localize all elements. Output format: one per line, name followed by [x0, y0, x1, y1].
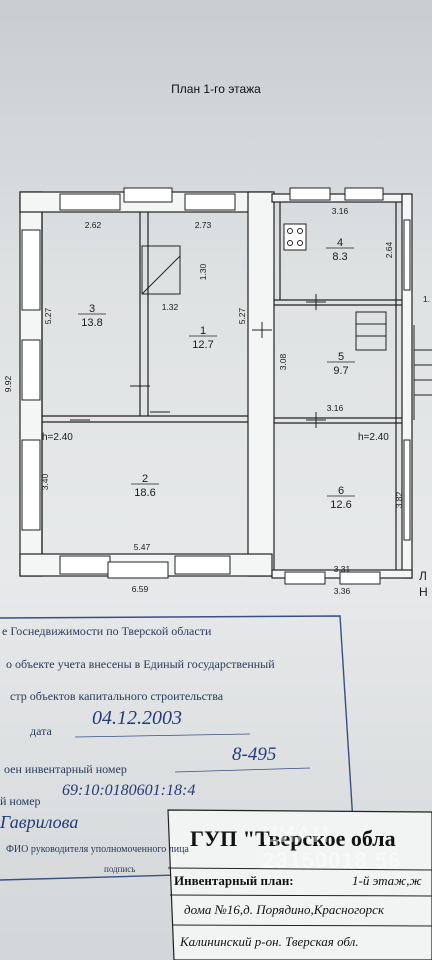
room-1-area: 12.7 — [192, 339, 213, 351]
wall-middle — [247, 191, 275, 577]
stamp-date-label: дата — [30, 724, 52, 738]
height-right: h=2.40 — [358, 432, 389, 443]
room-4-number: 4 — [337, 237, 343, 249]
room-2-area: 18.6 — [134, 487, 155, 499]
dim-2-62: 2.62 — [85, 220, 102, 230]
watermark: ЦИАН 23150018 56 — [262, 822, 402, 873]
stamp-fio-label: ФИО руководителя уполномоченного лица — [6, 844, 189, 855]
dim-9-92: 9.92 — [3, 375, 13, 392]
stamp-date-value: 04.12.2003 — [92, 707, 182, 729]
room-2-number: 2 — [142, 473, 148, 485]
room-5-number: 5 — [338, 351, 344, 363]
room-3-area: 13.8 — [81, 317, 102, 329]
dim-5-27-right: 5.27 — [237, 307, 247, 324]
titleblock-region: Калининский р-он. Тверская обл. — [180, 934, 359, 949]
dim-3-08: 3.08 — [278, 353, 288, 370]
titleblock-org: ГУП "Тверское обла — [190, 826, 396, 851]
dim-3-16-mid: 3.16 — [327, 403, 344, 413]
dim-1-32: 1.32 — [162, 302, 179, 312]
dim-5-47: 5.47 — [134, 542, 151, 552]
dim-2-73: 2.73 — [195, 220, 212, 230]
height-left: h=2.40 — [42, 432, 73, 443]
edge-letter-l: Л — [419, 569, 427, 583]
dim-2-64: 2.64 — [384, 241, 394, 258]
stamp-signature: Гаврилова — [0, 812, 79, 832]
room-4-area: 8.3 — [332, 251, 347, 263]
dim-3-16-top: 3.16 — [332, 206, 349, 216]
dim-3-31: 3.31 — [334, 564, 351, 574]
dim-3-36: 3.36 — [334, 586, 351, 596]
edge-letter-h: Н — [419, 585, 428, 599]
stamp-inv-value: 8-495 — [232, 744, 277, 765]
stamp-num-value: 69:10:0180601:18:4 — [62, 782, 196, 799]
room-1-number: 1 — [200, 325, 206, 337]
stamp-line-2: о объекте учета внесены в Единый государ… — [6, 657, 275, 671]
dim-1-30: 1.30 — [198, 263, 208, 280]
room-6-area: 12.6 — [330, 499, 351, 511]
stamp-num-label: й номер — [0, 794, 41, 808]
dim-5-27-left: 5.27 — [43, 307, 53, 324]
room-3-number: 3 — [89, 303, 95, 315]
stamp-line-3: стр объектов капитального строительства — [10, 689, 224, 703]
titleblock-plan-value: 1-й этаж,ж — [352, 873, 422, 888]
room-6-number: 6 — [338, 485, 344, 497]
stamp-line-1: е Госнедвижимости по Тверской области — [2, 624, 212, 638]
dim-3-82: 3.82 — [394, 491, 404, 508]
titleblock-house: дома №16,д. Порядино,Красногорск — [184, 902, 385, 917]
title-block — [167, 809, 432, 960]
room-5-area: 9.7 — [333, 365, 348, 377]
dim-edge-top: 1. — [423, 294, 430, 304]
stamp-inv-label: оен инвентарный номер — [4, 762, 127, 776]
stamp-sign-caption: подпись — [104, 864, 136, 874]
plan-title: План 1-го этажа — [171, 82, 261, 96]
dim-3-40: 3.40 — [40, 473, 50, 490]
titleblock-plan-label: Инвентарный план: — [174, 873, 294, 888]
dim-6-59: 6.59 — [132, 584, 149, 594]
